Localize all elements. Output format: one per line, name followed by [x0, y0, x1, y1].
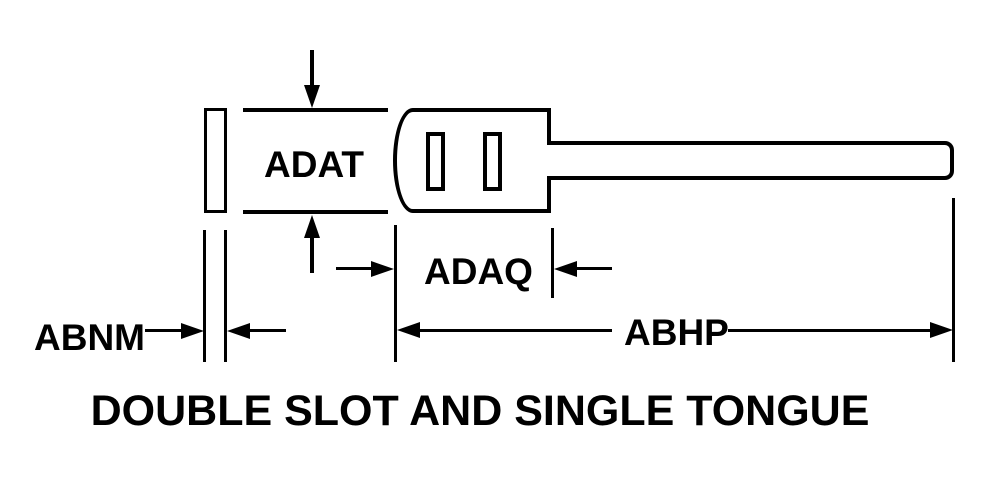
slot-left [426, 132, 445, 191]
slot-right [483, 132, 502, 191]
adaq-arrow-left-icon [554, 261, 577, 277]
adat-arrow-up-icon [304, 215, 320, 238]
terminal-end-view-blade [204, 108, 227, 213]
terminal-tongue-outline [547, 141, 954, 180]
adaq-abhp-extension-line-left [394, 225, 397, 362]
abnm-arrow-right-icon [181, 323, 204, 339]
abnm-extension-line-left [203, 230, 206, 362]
abhp-extension-line-right [952, 198, 955, 362]
adaq-arrow-left-shaft [336, 267, 372, 270]
adat-arrow-down-icon [304, 85, 320, 108]
adaq-arrow-right-icon [371, 261, 394, 277]
abhp-arrow-right-icon [930, 322, 953, 338]
abnm-extension-line-right [224, 230, 227, 362]
terminal-head-outline [393, 108, 551, 213]
abnm-label: ABNM [34, 317, 145, 358]
adaq-label: ADAQ [424, 251, 533, 292]
adat-arrow-down-shaft [310, 50, 314, 88]
abnm-arrow-left-shaft [145, 329, 182, 332]
abhp-label: ABHP [624, 312, 729, 353]
abhp-dimension-line-right [728, 329, 930, 332]
abnm-arrow-left-icon [227, 323, 250, 339]
abnm-arrow-right-shaft [249, 329, 286, 332]
adaq-arrow-right-shaft [576, 267, 612, 270]
adat-extension-line-bottom [243, 210, 388, 214]
adat-label: ADAT [264, 144, 365, 185]
diagram-title: DOUBLE SLOT AND SINGLE TONGUE [90, 387, 870, 435]
adaq-extension-line-right [551, 228, 554, 298]
adat-extension-line-top [243, 108, 388, 112]
abhp-dimension-line-left [420, 329, 612, 332]
adat-arrow-up-shaft [310, 236, 314, 273]
abhp-arrow-left-icon [397, 322, 420, 338]
